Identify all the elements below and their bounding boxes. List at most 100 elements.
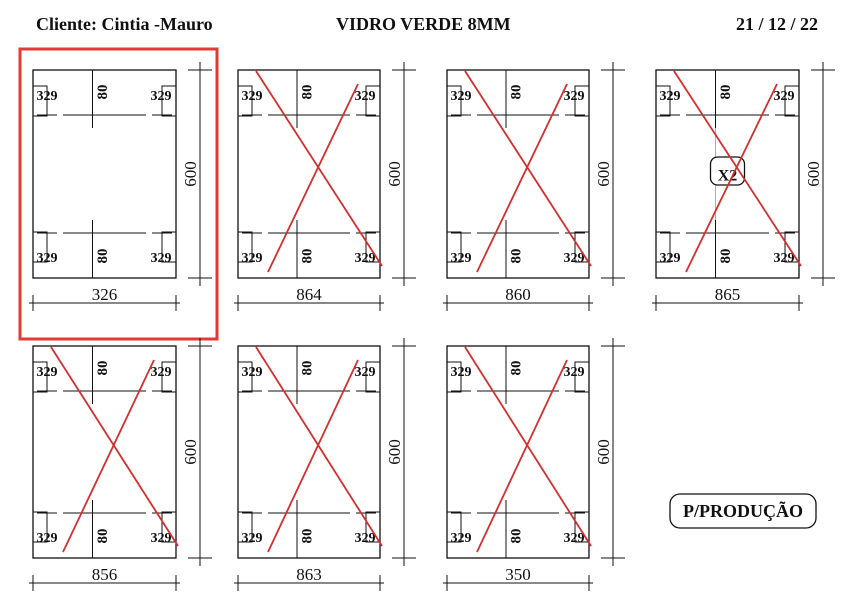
offset-label: 80 bbox=[95, 249, 111, 264]
hinge-cutout bbox=[237, 511, 253, 543]
width-label: 864 bbox=[296, 285, 322, 304]
hinge-label: 329 bbox=[151, 89, 172, 104]
width-label: 326 bbox=[92, 285, 118, 304]
cross-out-line bbox=[267, 359, 359, 553]
hinge-cutout bbox=[784, 85, 800, 117]
hinge-label: 329 bbox=[355, 89, 376, 104]
offset-label: 80 bbox=[508, 249, 524, 264]
hinge-cutout bbox=[365, 511, 381, 543]
cross-out-line bbox=[267, 83, 359, 273]
cross-out-line bbox=[685, 83, 778, 273]
hinge-cutout bbox=[655, 231, 671, 263]
hinge-label: 329 bbox=[774, 89, 795, 104]
hinge-label: 329 bbox=[451, 251, 472, 266]
hinge-label: 329 bbox=[774, 251, 795, 266]
production-stamp: P/PRODUÇÃO bbox=[669, 493, 817, 529]
offset-label: 80 bbox=[299, 249, 315, 264]
hinge-cutout bbox=[655, 85, 671, 117]
client-name: Cliente: Cintia -Mauro bbox=[36, 14, 213, 34]
height-label: 600 bbox=[594, 161, 613, 187]
panel-outline bbox=[655, 69, 800, 279]
drawing-date: 21 / 12 / 22 bbox=[735, 14, 818, 34]
panel-outline bbox=[32, 69, 177, 279]
hinge-cutout bbox=[574, 511, 590, 543]
offset-label: 80 bbox=[95, 361, 111, 376]
glass-spec-title: VIDRO VERDE 8MM bbox=[336, 14, 511, 34]
panel-outline bbox=[237, 345, 381, 559]
cross-out-line bbox=[62, 359, 155, 553]
hinge-label: 329 bbox=[660, 89, 681, 104]
hinge-label: 329 bbox=[355, 531, 376, 546]
hinge-label: 329 bbox=[242, 251, 263, 266]
hinge-label: 329 bbox=[564, 89, 585, 104]
hinge-label: 329 bbox=[355, 251, 376, 266]
width-label: 860 bbox=[505, 285, 531, 304]
offset-label: 80 bbox=[508, 361, 524, 376]
hinge-cutout bbox=[446, 361, 462, 393]
hinge-cutout bbox=[161, 361, 177, 393]
hinge-cutout bbox=[237, 231, 253, 263]
hinge-label: 329 bbox=[37, 531, 58, 546]
height-label: 600 bbox=[385, 439, 404, 465]
hinge-cutout bbox=[574, 231, 590, 263]
hinge-cutout bbox=[365, 361, 381, 393]
height-label: 600 bbox=[385, 161, 404, 187]
offset-label: 80 bbox=[508, 529, 524, 544]
panel-outline bbox=[237, 69, 381, 279]
quantity-label: X2 bbox=[718, 168, 738, 185]
glass-panel: 329 329 329 329 80 80 600 326 bbox=[18, 47, 219, 341]
hinge-cutout bbox=[446, 231, 462, 263]
offset-label: 80 bbox=[299, 361, 315, 376]
hinge-cutout bbox=[32, 231, 48, 263]
hinge-cutout bbox=[32, 361, 48, 393]
hinge-cutout bbox=[161, 231, 177, 263]
hinge-label: 329 bbox=[242, 89, 263, 104]
hinge-cutout bbox=[446, 511, 462, 543]
width-label: 863 bbox=[296, 565, 322, 584]
offset-label: 80 bbox=[718, 249, 734, 264]
hinge-label: 329 bbox=[151, 531, 172, 546]
cross-out-line bbox=[476, 83, 568, 273]
glass-panel: 329 329 329 329 80 80 600 864 bbox=[234, 62, 416, 311]
stamp-label: P/PRODUÇÃO bbox=[683, 500, 803, 521]
hinge-label: 329 bbox=[564, 365, 585, 380]
offset-label: 80 bbox=[718, 85, 734, 100]
width-label: 856 bbox=[92, 565, 118, 584]
hinge-cutout bbox=[574, 361, 590, 393]
panel-outline bbox=[446, 345, 590, 559]
height-label: 600 bbox=[181, 439, 200, 465]
hinge-cutout bbox=[784, 231, 800, 263]
glass-panel: 329 329 329 329 80 80 600 860 bbox=[443, 62, 625, 311]
height-label: 600 bbox=[804, 161, 823, 187]
offset-label: 80 bbox=[508, 85, 524, 100]
hinge-label: 329 bbox=[355, 365, 376, 380]
cross-out-line bbox=[255, 70, 383, 267]
hinge-cutout bbox=[237, 85, 253, 117]
width-label: 865 bbox=[715, 285, 741, 304]
hinge-cutout bbox=[446, 85, 462, 117]
hinge-label: 329 bbox=[564, 251, 585, 266]
hinge-label: 329 bbox=[37, 89, 58, 104]
height-label: 600 bbox=[594, 439, 613, 465]
hinge-cutout bbox=[365, 231, 381, 263]
hinge-label: 329 bbox=[151, 365, 172, 380]
hinge-label: 329 bbox=[451, 531, 472, 546]
cross-out-line bbox=[50, 346, 179, 547]
offset-label: 80 bbox=[95, 529, 111, 544]
hinge-label: 329 bbox=[564, 531, 585, 546]
height-label: 600 bbox=[181, 161, 200, 187]
hinge-cutout bbox=[32, 85, 48, 117]
panel-outline bbox=[446, 69, 590, 279]
hinge-label: 329 bbox=[151, 251, 172, 266]
hinge-label: 329 bbox=[37, 251, 58, 266]
hinge-label: 329 bbox=[451, 89, 472, 104]
offset-label: 80 bbox=[95, 85, 111, 100]
hinge-cutout bbox=[237, 361, 253, 393]
offset-label: 80 bbox=[299, 85, 315, 100]
